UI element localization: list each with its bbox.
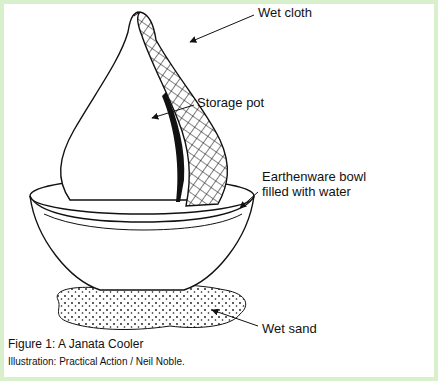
pot-cutaway [162,92,184,202]
callout-label: Storage pot [197,96,264,111]
credit-line: Illustration: Practical Action / Neil No… [8,356,185,368]
callout-label: Wet sand [262,322,317,337]
leader-line [240,192,258,208]
leader-line [190,15,254,42]
wet-sand [57,285,246,330]
callout-label: Wet cloth [258,6,312,21]
callout-label: Earthenware bowl filled with water [262,170,382,200]
leader-line [152,105,194,118]
figure-caption: Figure 1: A Janata Cooler [8,338,143,352]
leader-line [212,310,258,326]
earthenware-bowl [30,196,254,290]
